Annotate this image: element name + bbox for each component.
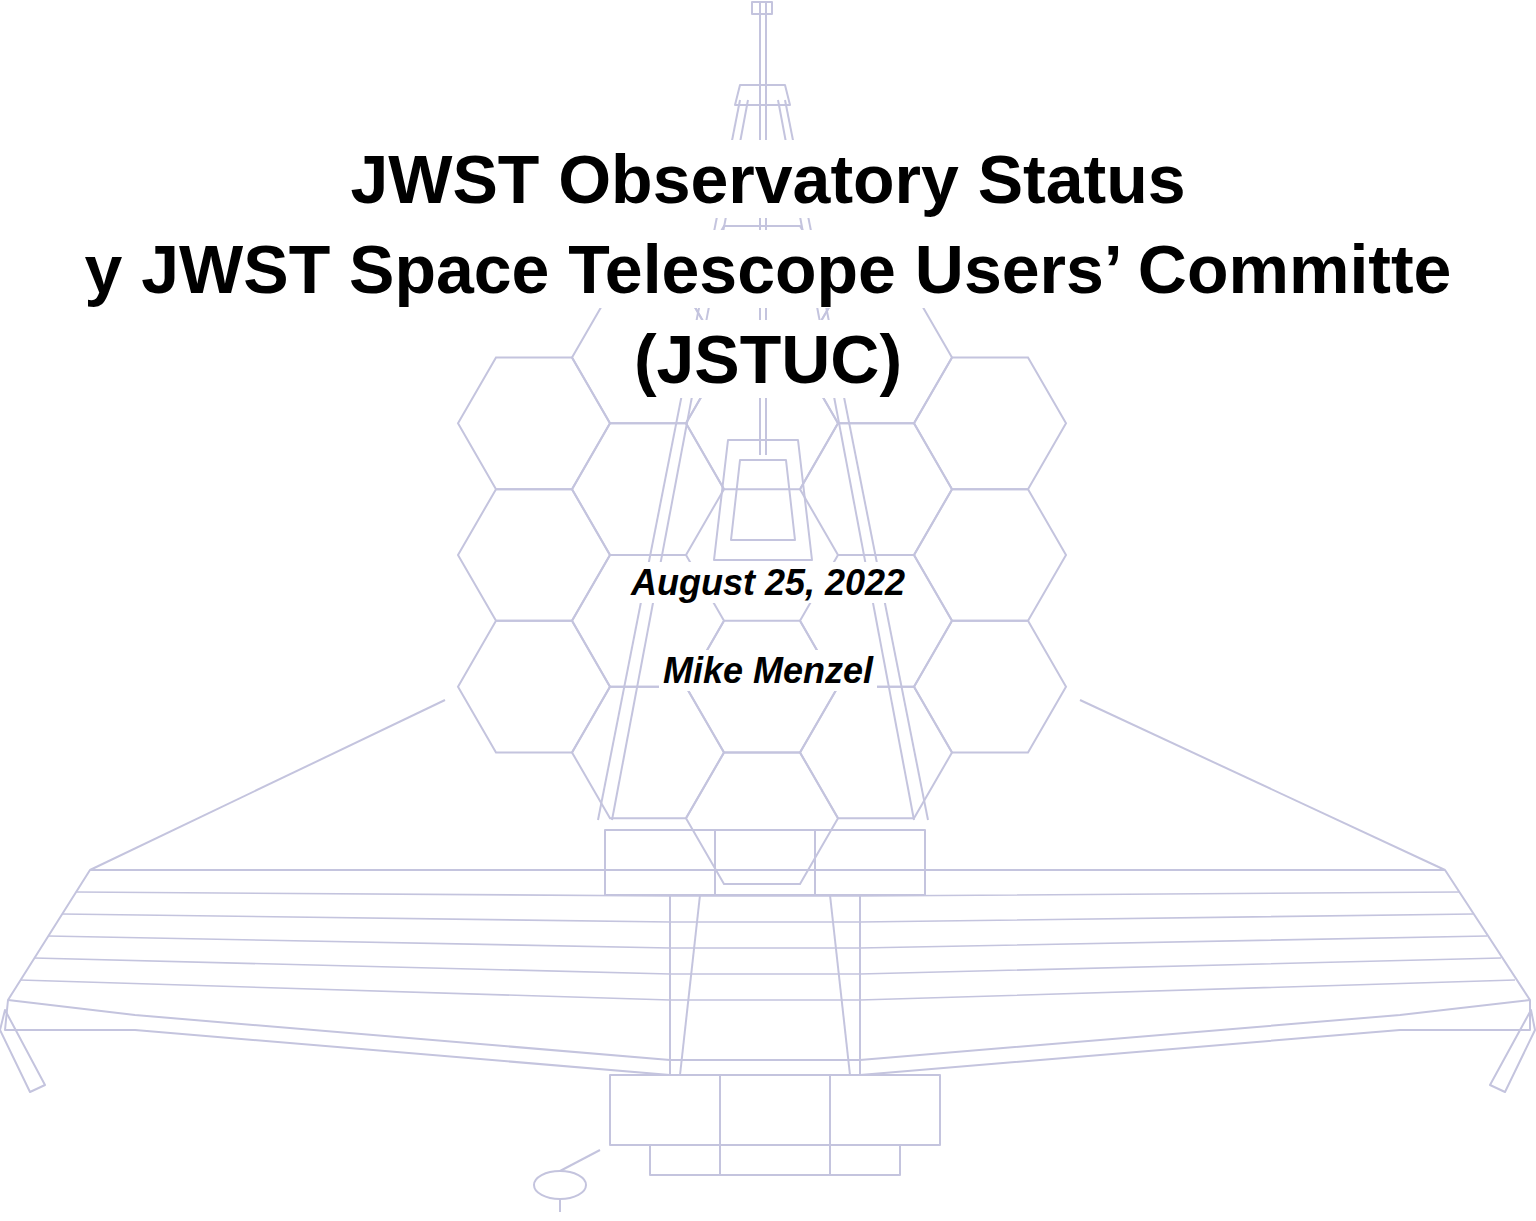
slide-subtitle: y JWST Space Telescope Users’ Committe (81, 230, 1456, 308)
slide-subtitle: (JSTUC) (630, 320, 906, 398)
mirror-segment (572, 687, 724, 819)
mirror-segment (800, 423, 952, 555)
text-row: Mike Menzel (0, 650, 1536, 691)
mirror-segment (686, 752, 838, 884)
sunshield-layer (62, 914, 1473, 922)
text-row: (JSTUC) (0, 320, 1536, 398)
mirror-segment (914, 358, 1066, 490)
text-row: August 25, 2022 (0, 562, 1536, 603)
sunshield-layer (20, 980, 1515, 1000)
mirror-segment (458, 621, 610, 753)
mirror-segment (572, 423, 724, 555)
text-row: y JWST Space Telescope Users’ Committe (0, 230, 1536, 308)
sunshield-layer (48, 936, 1487, 948)
mirror-segment (458, 489, 610, 621)
mirror-segment (914, 621, 1066, 753)
text-row: JWST Observatory Status (0, 140, 1536, 218)
slide-title: JWST Observatory Status (346, 140, 1189, 218)
mirror-segment (458, 358, 610, 490)
mirror-segment (800, 687, 952, 819)
mirror-segment (914, 489, 1066, 621)
presenter-name: Mike Menzel (659, 650, 877, 691)
sunshield-layer (34, 958, 1501, 974)
slide-date: August 25, 2022 (627, 562, 909, 603)
sunshield-layer (76, 892, 1459, 896)
